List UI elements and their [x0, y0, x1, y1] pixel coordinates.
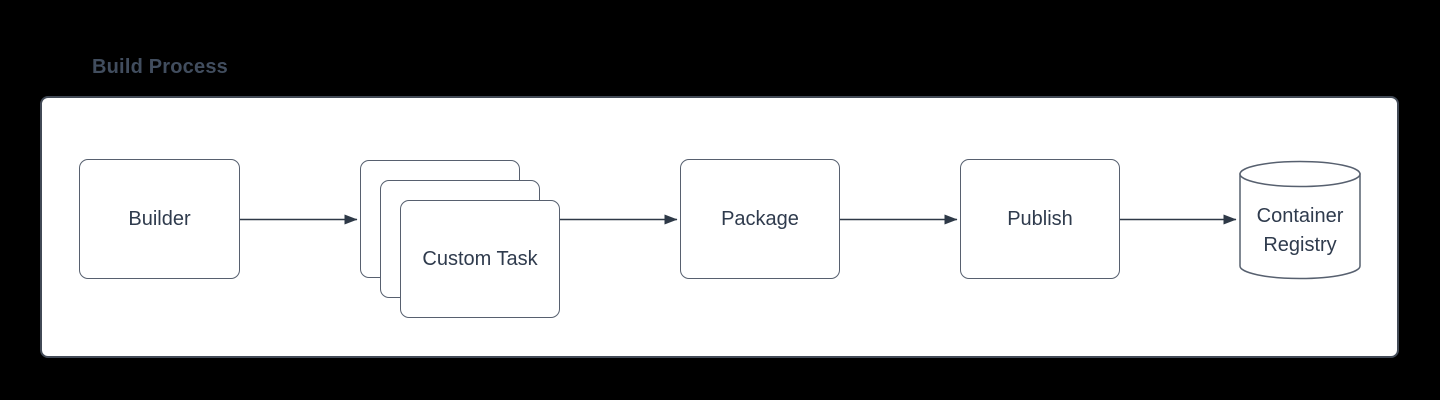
node-publish-label: Publish: [1007, 207, 1073, 230]
node-custom-task[interactable]: Custom Task: [400, 200, 560, 318]
node-package-label: Package: [721, 207, 799, 230]
node-container-registry[interactable]: Container Registry: [1239, 160, 1361, 281]
node-container-registry-label: Container Registry: [1256, 204, 1344, 256]
cylinder-shape-icon: [1239, 160, 1361, 280]
node-builder[interactable]: Builder: [79, 159, 240, 279]
node-builder-label: Builder: [128, 207, 191, 230]
diagram-title: Build Process: [92, 56, 228, 78]
node-custom-task-label: Custom Task: [422, 247, 538, 270]
node-publish[interactable]: Publish: [960, 159, 1120, 279]
node-package[interactable]: Package: [680, 159, 840, 279]
